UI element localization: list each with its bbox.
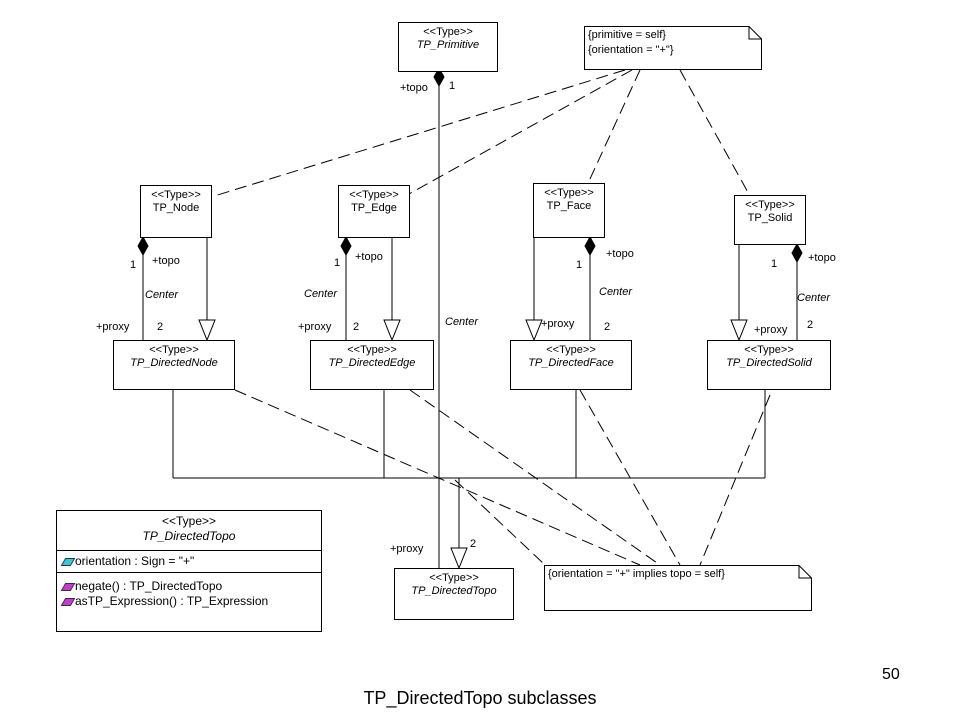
stereotype-label: <<Type>> <box>745 199 795 211</box>
class-name: TP_Solid <box>747 212 793 224</box>
class-tp-directededge[interactable]: <<Type>> TP_DirectedEdge <box>310 340 434 390</box>
page-number: 50 <box>882 666 900 683</box>
multiplicity-label: 1 <box>576 259 583 271</box>
class-name: TP_DirectedTopo <box>411 585 497 597</box>
attribute-compartment: orientation : Sign = "+" <box>57 551 321 573</box>
class-name: TP_Primitive <box>416 39 480 51</box>
composition-diamond-face <box>584 235 596 257</box>
note-shape <box>584 26 762 70</box>
gen-arrow-dtopo <box>450 547 468 570</box>
class-tp-directedface[interactable]: <<Type>> TP_DirectedFace <box>510 340 632 390</box>
stereotype-label: <<Type>> <box>161 514 217 528</box>
multiplicity-label: 2 <box>604 321 611 333</box>
stereotype-label: <<Type>> <box>546 344 596 356</box>
multiplicity-label: 2 <box>353 321 360 333</box>
class-tp-solid[interactable]: <<Type>> TP_Solid <box>734 195 806 245</box>
class-tp-node[interactable]: <<Type>> TP_Node <box>140 185 212 238</box>
class-name: TP_DirectedNode <box>130 357 218 369</box>
class-name: TP_DirectedFace <box>528 357 614 369</box>
role-label-topo: +topo <box>606 248 634 260</box>
class-name: TP_Node <box>152 202 200 214</box>
dependency-dsolid-note <box>699 394 771 566</box>
multiplicity-label: 2 <box>470 538 477 550</box>
stereotype-label: <<Type>> <box>349 189 399 201</box>
stereotype-label: <<Type>> <box>423 26 473 38</box>
stereotype-label: <<Type>> <box>347 344 397 356</box>
class-name: TP_DirectedSolid <box>726 357 812 369</box>
multiplicity-label: 1 <box>334 257 341 269</box>
composition-diamond-primitive <box>433 66 445 88</box>
multiplicity-label: 2 <box>807 319 814 331</box>
dependency-note-face <box>583 69 641 193</box>
role-label-proxy: +proxy <box>390 543 424 555</box>
multiplicity-label: 1 <box>771 258 778 270</box>
association-name: Center <box>145 289 179 301</box>
class-tp-face[interactable]: <<Type>> TP_Face <box>533 183 605 238</box>
class-name: TP_Face <box>546 200 592 212</box>
role-label-topo: +topo <box>152 255 180 267</box>
stereotype-label: <<Type>> <box>544 187 594 199</box>
gen-arrow-node <box>198 319 216 342</box>
composition-diamond-solid <box>791 242 803 264</box>
gen-arrow-edge <box>383 319 401 342</box>
role-label-topo: +topo <box>355 251 383 263</box>
dependency-note-solid <box>679 69 751 197</box>
class-detail-tp-directedtopo[interactable]: <<Type>> TP_DirectedTopo orientation : S… <box>56 510 322 632</box>
attribute-icon <box>60 558 76 566</box>
role-label-proxy: +proxy <box>754 324 788 336</box>
class-tp-primitive[interactable]: <<Type>> TP_Primitive <box>398 22 498 72</box>
multiplicity-label: 1 <box>449 80 456 92</box>
note-primitive-constraint[interactable]: {primitive = self} {orientation = "+"} <box>584 26 762 70</box>
association-name: Center <box>445 316 479 328</box>
class-name: TP_DirectedTopo <box>142 529 236 543</box>
composition-diamond-edge <box>340 235 352 257</box>
note-shape <box>544 565 812 611</box>
dependency-dtopo-note <box>454 479 546 566</box>
stereotype-label: <<Type>> <box>149 344 199 356</box>
gen-arrow-face <box>525 319 543 342</box>
class-tp-directednode[interactable]: <<Type>> TP_DirectedNode <box>113 340 235 390</box>
operation-text: negate() : TP_DirectedTopo <box>75 579 223 593</box>
note-orientation-constraint[interactable]: {orientation = "+" implies topo = self} <box>544 565 812 611</box>
role-label-proxy: +proxy <box>298 321 332 333</box>
operation-text: asTP_Expression() : TP_Expression <box>75 594 269 608</box>
role-label-topo: +topo <box>808 252 836 264</box>
association-name: Center <box>599 286 633 298</box>
class-tp-directedtopo[interactable]: <<Type>> TP_DirectedTopo <box>394 568 514 620</box>
class-header: <<Type>> TP_DirectedTopo <box>57 511 321 551</box>
note-line: {orientation = "+" implies topo = self} <box>548 568 725 580</box>
operation-row[interactable]: negate() : TP_DirectedTopo <box>60 579 317 594</box>
role-label-topo: +topo <box>400 82 428 94</box>
dependency-note-edge <box>408 69 633 195</box>
stereotype-label: <<Type>> <box>151 189 201 201</box>
attribute-text: orientation : Sign = "+" <box>75 554 195 568</box>
association-name: Center <box>304 288 338 300</box>
composition-diamond-node <box>137 235 149 257</box>
operation-icon <box>60 598 76 606</box>
slide-caption: TP_DirectedTopo subclasses <box>363 688 597 708</box>
association-name: Center <box>797 292 831 304</box>
operation-icon <box>60 583 76 591</box>
role-label-proxy: +proxy <box>96 321 130 333</box>
class-name: TP_DirectedEdge <box>328 357 416 369</box>
stereotype-label: <<Type>> <box>744 344 794 356</box>
stereotype-label: <<Type>> <box>429 572 479 584</box>
attribute-row[interactable]: orientation : Sign = "+" <box>60 554 317 569</box>
note-line: {orientation = "+"} <box>588 44 674 56</box>
class-name: TP_Edge <box>351 202 397 214</box>
role-label-proxy: +proxy <box>541 318 575 330</box>
operation-row[interactable]: asTP_Expression() : TP_Expression <box>60 594 317 609</box>
dependency-note-node <box>210 69 626 198</box>
class-tp-edge[interactable]: <<Type>> TP_Edge <box>338 185 410 238</box>
note-line: {primitive = self} <box>588 29 666 41</box>
multiplicity-label: 2 <box>157 321 164 333</box>
class-tp-directedsolid[interactable]: <<Type>> TP_DirectedSolid <box>707 340 831 390</box>
gen-arrow-solid <box>730 319 748 342</box>
operation-compartment: negate() : TP_DirectedTopo asTP_Expressi… <box>57 573 321 612</box>
multiplicity-label: 1 <box>130 259 137 271</box>
